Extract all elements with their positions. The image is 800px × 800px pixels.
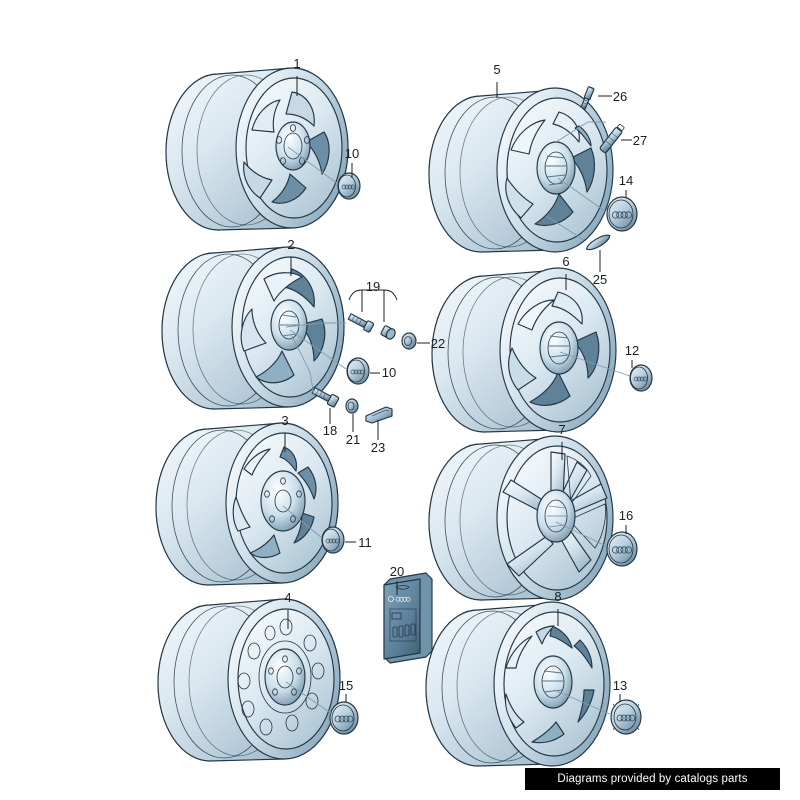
wheel-bolt-18: [311, 387, 340, 408]
callout-number-20: 20: [390, 564, 404, 579]
callout-number-5: 5: [493, 62, 500, 77]
link-wheel5-valves: [555, 121, 606, 143]
wheel-assembly-8: [425, 601, 642, 767]
callout-number-18: 18: [323, 423, 337, 438]
callout-number-10-b: 10: [382, 365, 396, 380]
centre-cap-14: [606, 196, 638, 232]
bolt-kit-package-20: [383, 572, 433, 664]
callout-number-21: 21: [346, 432, 360, 447]
wheel-assembly-3: [155, 422, 356, 586]
callout-number-7: 7: [558, 422, 565, 437]
wheel-assembly-7: [428, 435, 638, 601]
wheel-rim-5: [428, 87, 614, 253]
wheel-nut-22: [401, 332, 417, 350]
centre-cap-12: [629, 364, 653, 392]
wheel-bolt-19: [347, 313, 375, 333]
callout-number-27: 27: [633, 133, 647, 148]
balance-weight-25: [585, 234, 611, 251]
wheel-assembly-2: [161, 246, 430, 440]
callout-number-23: 23: [371, 440, 385, 455]
centre-cap-10-b: [346, 357, 370, 385]
centre-cap-13: [610, 699, 642, 735]
callout-number-19: 19: [366, 279, 380, 294]
link-wheel3-cap: [282, 505, 323, 539]
link-wheel1-cap: [287, 146, 339, 185]
callout-number-22: 22: [431, 336, 445, 351]
wheel-rim-1: [165, 67, 349, 231]
callout-number-15: 15: [339, 678, 353, 693]
link-wheel2-hardware: [291, 335, 315, 397]
callout-number-16: 16: [619, 508, 633, 523]
cap-tool-clip-23: [365, 406, 393, 424]
wheel-rim-8: [425, 601, 611, 767]
link-wheel8-cap: [553, 689, 611, 715]
centre-cap-11: [321, 526, 345, 554]
audi-rings-icon: [611, 546, 633, 554]
wheel-rim-2: [161, 246, 345, 410]
callout-number-12: 12: [625, 343, 639, 358]
link-wheel2-cap: [289, 329, 347, 370]
callout-number-25: 25: [593, 272, 607, 287]
wheel-assembly-5: [428, 82, 638, 272]
bracket-19: [348, 289, 398, 301]
attribution-banner: Diagrams provided by catalogs parts: [525, 768, 780, 790]
link-wheel5-cap: [557, 177, 607, 213]
centre-cap-15: [329, 701, 359, 735]
valve-screw-26: [580, 86, 595, 110]
link-wheel7-cap: [555, 521, 607, 547]
wheel-assembly-1: [165, 67, 361, 231]
callout-number-26: 26: [613, 89, 627, 104]
hardware-group-18-21-23: [311, 387, 393, 440]
wheel-rim-4: [157, 598, 341, 762]
callout-number-3: 3: [281, 413, 288, 428]
callout-number-2: 2: [287, 237, 294, 252]
audi-rings-icon: [616, 714, 636, 722]
callout-number-6: 6: [562, 254, 569, 269]
wheel-nut-19: [380, 325, 396, 340]
callout-number-14: 14: [619, 173, 633, 188]
centre-cap-16: [606, 531, 638, 567]
callout-number-11: 11: [358, 535, 372, 550]
callout-number-8: 8: [554, 589, 561, 604]
link-wheel4-cap: [285, 681, 333, 715]
wheel-collar-21: [345, 398, 359, 414]
wheel-rim-7: [428, 435, 614, 601]
callout-number-13: 13: [613, 678, 627, 693]
wheel-rim-3: [155, 422, 339, 586]
audi-rings-icon: [611, 211, 633, 219]
wheel-rim-6: [431, 267, 617, 433]
wheel-assembly-4: [157, 598, 359, 762]
centre-cap-10-a: [337, 172, 361, 200]
callout-labels: 1 2 3 4 5 6 7 8 10 10 11 12 13 14 15 16 …: [281, 56, 647, 693]
callout-number-4: 4: [284, 590, 291, 605]
link-wheel6-cap: [559, 351, 631, 377]
tyre-valve-27: [599, 123, 625, 154]
hardware-group-19: [347, 289, 430, 350]
callout-number-1: 1: [293, 56, 300, 71]
link-wheel2-bolts: [285, 322, 346, 328]
audi-rings-icon: [334, 715, 354, 723]
link-wheel5-weight: [545, 215, 585, 241]
callout-number-10-a: 10: [345, 146, 359, 161]
wheel-assembly-6: [431, 267, 653, 433]
